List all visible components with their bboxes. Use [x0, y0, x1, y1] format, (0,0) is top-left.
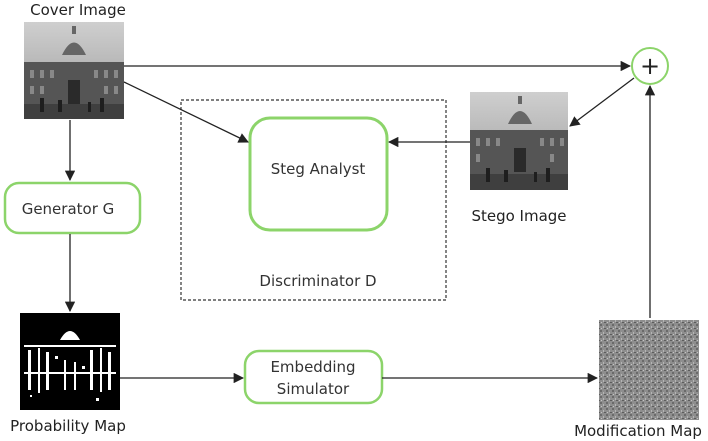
arrow-adder-to-stego — [569, 77, 635, 127]
adder-symbol: + — [640, 52, 660, 80]
discriminator-label: Discriminator D — [259, 272, 376, 290]
connector-arrows — [64, 60, 656, 384]
discriminator-boundary — [180, 99, 447, 301]
embedding-simulator-box — [243, 349, 384, 405]
probability-map-image — [20, 313, 120, 410]
steg-analyst-label: Steg Analyst — [271, 160, 366, 178]
embedding-label-line2: Simulator — [277, 380, 350, 398]
stego-image-label: Stego Image — [471, 207, 566, 225]
cover-image-photo — [24, 22, 124, 119]
modification-map-image — [599, 320, 699, 420]
stego-image-photo — [470, 92, 568, 190]
probability-map-label: Probability Map — [10, 417, 126, 435]
generator-box — [3, 181, 142, 235]
arrow-cover-to-analyst — [123, 81, 249, 143]
steg-analyst-box — [248, 116, 389, 232]
embedding-label-line1: Embedding — [270, 358, 355, 376]
plus-circle-icon: + — [631, 47, 669, 85]
modification-map-label: Modification Map — [574, 422, 702, 440]
generator-label: Generator G — [22, 200, 115, 218]
cover-image-label: Cover Image — [30, 1, 126, 19]
